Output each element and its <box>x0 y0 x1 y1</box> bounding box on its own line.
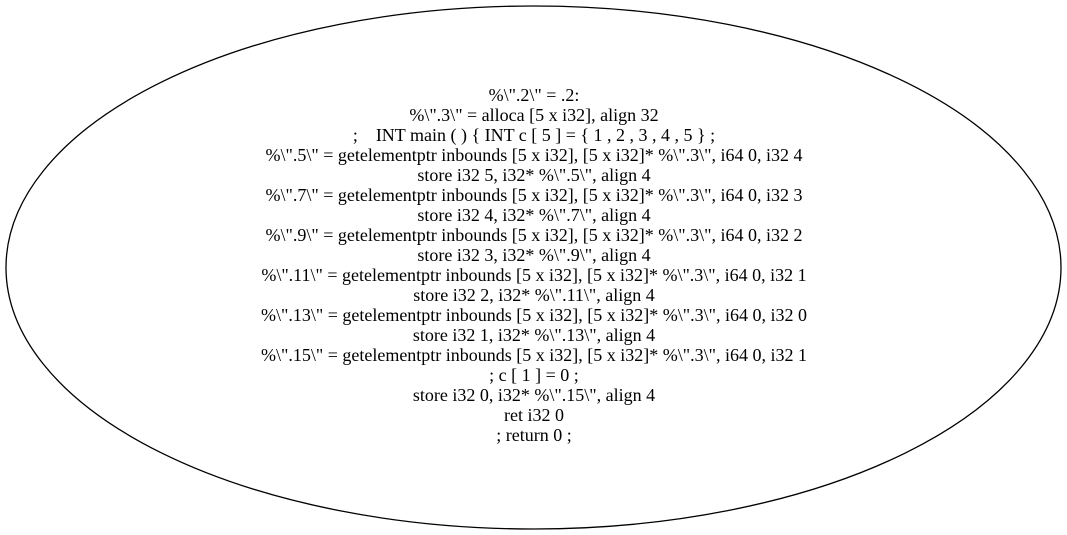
code-line: store i32 5, i32* %\".5\", align 4 <box>417 165 650 185</box>
code-line: ret i32 0 <box>504 405 564 425</box>
code-line: store i32 3, i32* %\".9\", align 4 <box>417 245 650 265</box>
code-line: %\".15\" = getelementptr inbounds [5 x i… <box>261 345 807 365</box>
basic-block-node <box>5 5 1062 530</box>
code-line: ; INT main ( ) { INT c [ 5 ] = { 1 , 2 ,… <box>353 125 715 146</box>
code-line: %\".9\" = getelementptr inbounds [5 x i3… <box>266 225 803 245</box>
code-line: %\".5\" = getelementptr inbounds [5 x i3… <box>266 145 803 165</box>
code-line: ; return 0 ; <box>496 425 571 445</box>
code-line: store i32 2, i32* %\".11\", align 4 <box>413 285 655 305</box>
code-line: %\".2\" = .2: <box>489 85 580 105</box>
code-line: %\".11\" = getelementptr inbounds [5 x i… <box>261 265 806 285</box>
code-line: %\".7\" = getelementptr inbounds [5 x i3… <box>266 185 803 205</box>
code-line: store i32 0, i32* %\".15\", align 4 <box>413 385 655 405</box>
code-line: %\".13\" = getelementptr inbounds [5 x i… <box>261 305 807 325</box>
basic-block-code: %\".2\" = .2: %\".3\" = alloca [5 x i32]… <box>261 85 807 445</box>
code-line: store i32 1, i32* %\".13\", align 4 <box>413 325 655 345</box>
code-line: store i32 4, i32* %\".7\", align 4 <box>417 205 650 225</box>
code-line: %\".3\" = alloca [5 x i32], align 32 <box>409 105 658 125</box>
code-line: ; c [ 1 ] = 0 ; <box>489 365 579 385</box>
